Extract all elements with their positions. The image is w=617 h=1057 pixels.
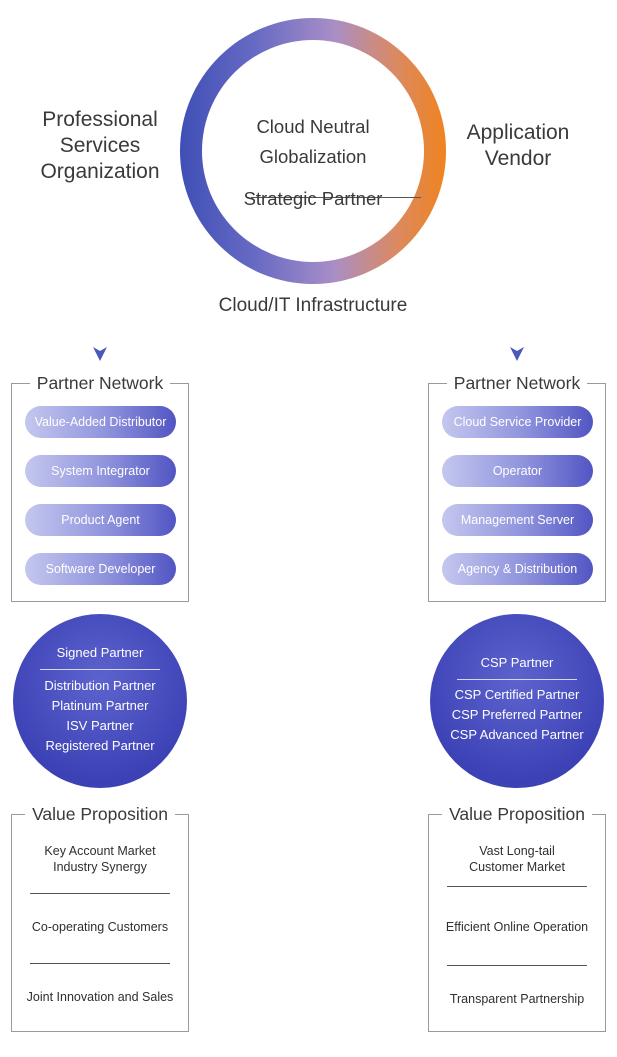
center-ring: Cloud Neutral Globalization Strategic Pa… xyxy=(180,18,446,284)
vp-divider xyxy=(30,893,170,894)
right-heading-line: Application xyxy=(466,121,570,144)
ring-divider xyxy=(251,197,421,198)
vp-line: Vast Long-tail xyxy=(479,844,555,858)
pill-system-integrator: System Integrator xyxy=(25,455,176,487)
vp-line: Industry Synergy xyxy=(53,860,147,874)
right-partner-network-title: Partner Network xyxy=(446,373,588,393)
badge-item: Distribution Partner xyxy=(44,678,156,693)
badge-head-signed-partner: Signed Partner xyxy=(56,645,144,660)
left-down-arrow xyxy=(90,233,110,363)
pill-agency-distribution: Agency & Distribution xyxy=(442,553,593,585)
ring-text-globalization: Globalization xyxy=(259,146,367,167)
vp-item-cooperating: Co-operating Customers xyxy=(31,920,169,934)
pill-operator: Operator xyxy=(442,455,593,487)
left-value-proposition: Value Proposition Key Account Market Ind… xyxy=(11,804,189,1032)
left-partner-network: Partner Network Value-Added Distributor … xyxy=(11,373,189,602)
pill-management-server: Management Server xyxy=(442,504,593,536)
vp-item-long-tail: Vast Long-tail Customer Market xyxy=(429,843,605,875)
pill-product-agent: Product Agent xyxy=(25,504,176,536)
pill-cloud-service-provider: Cloud Service Provider xyxy=(442,406,593,438)
badge-divider xyxy=(40,669,160,670)
vp-item-transparent: Transparent Partnership xyxy=(449,992,585,1006)
badge-item: CSP Certified Partner xyxy=(454,687,580,702)
vp-item-efficient-online: Efficient Online Operation xyxy=(445,920,589,934)
vp-line: Key Account Market xyxy=(44,844,156,858)
right-value-proposition: Value Proposition Vast Long-tail Custome… xyxy=(428,804,606,1032)
center-ring-inner: Cloud Neutral Globalization Strategic Pa… xyxy=(202,40,424,262)
left-heading-line: Organization xyxy=(40,160,160,183)
left-signed-partner-badge: Signed Partner Distribution Partner Plat… xyxy=(13,614,187,788)
right-heading-line: Vendor xyxy=(484,147,552,170)
ring-text-cloud-neutral: Cloud Neutral xyxy=(256,116,370,137)
vp-item-joint-innovation: Joint Innovation and Sales xyxy=(26,990,174,1004)
pill-value-added-distributor: Value-Added Distributor xyxy=(25,406,176,438)
badge-item: ISV Partner xyxy=(66,718,134,733)
left-value-proposition-title: Value Proposition xyxy=(25,804,175,824)
pill-software-developer: Software Developer xyxy=(25,553,176,585)
badge-head-csp-partner: CSP Partner xyxy=(480,655,554,670)
vp-divider xyxy=(447,886,587,887)
badge-item: CSP Advanced Partner xyxy=(450,727,584,742)
right-down-arrow xyxy=(507,233,527,363)
left-heading-line: Professional xyxy=(42,108,158,131)
left-partner-network-title: Partner Network xyxy=(29,373,171,393)
right-value-proposition-title: Value Proposition xyxy=(442,804,592,824)
badge-item: Platinum Partner xyxy=(51,698,149,713)
badge-item: Registered Partner xyxy=(45,738,155,753)
vp-divider xyxy=(447,965,587,966)
right-partner-network: Partner Network Cloud Service Provider O… xyxy=(428,373,606,602)
left-heading: Professional Services Organization xyxy=(20,107,180,185)
right-csp-partner-badge: CSP Partner CSP Certified Partner CSP Pr… xyxy=(430,614,604,788)
right-heading: Application Vendor xyxy=(438,120,598,172)
infrastructure-label: Cloud/IT Infrastructure xyxy=(218,295,408,316)
left-heading-line: Services xyxy=(59,134,141,157)
vp-line: Customer Market xyxy=(469,860,565,874)
vp-divider xyxy=(30,963,170,964)
badge-item: CSP Preferred Partner xyxy=(451,707,583,722)
ring-text-strategic-partner: Strategic Partner xyxy=(243,188,383,209)
vp-item-key-account: Key Account Market Industry Synergy xyxy=(12,843,188,875)
badge-divider xyxy=(457,679,577,680)
